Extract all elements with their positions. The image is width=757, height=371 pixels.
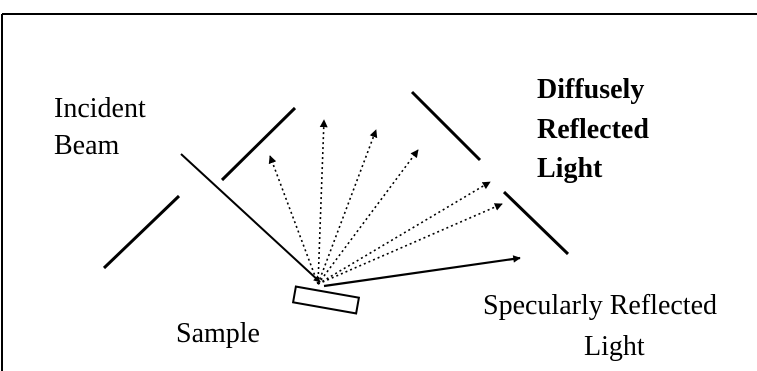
diffuse-label-line1: Diffusely (537, 74, 644, 105)
diffuse-label-line3: Light (537, 153, 603, 184)
specular-label-line1: Specularly Reflected (483, 290, 717, 321)
sample-label: Sample (176, 318, 260, 349)
detector-baffle-upper (410, 90, 482, 162)
incident-baffle-lower (102, 194, 181, 270)
specular-ray (323, 255, 521, 288)
diffuse-ray (268, 155, 319, 285)
specular-label-line2: Light (584, 331, 645, 362)
diffuse-ray (317, 129, 378, 285)
diffuse-label-line2: Reflected (537, 114, 649, 145)
incident-beam-label-line2: Beam (54, 130, 120, 161)
diffuse-ray (317, 149, 419, 285)
detector-baffle-lower (502, 190, 570, 256)
incident-beam-label-line1: Incident (54, 93, 146, 124)
incident-beam-ray (180, 153, 321, 283)
incident-baffle-upper (220, 106, 297, 182)
sample-block (291, 285, 361, 315)
diffuse-ray (317, 181, 491, 285)
diffuse-rays (268, 119, 503, 285)
diffuse-ray (317, 203, 503, 285)
diffuse-ray (317, 119, 328, 285)
